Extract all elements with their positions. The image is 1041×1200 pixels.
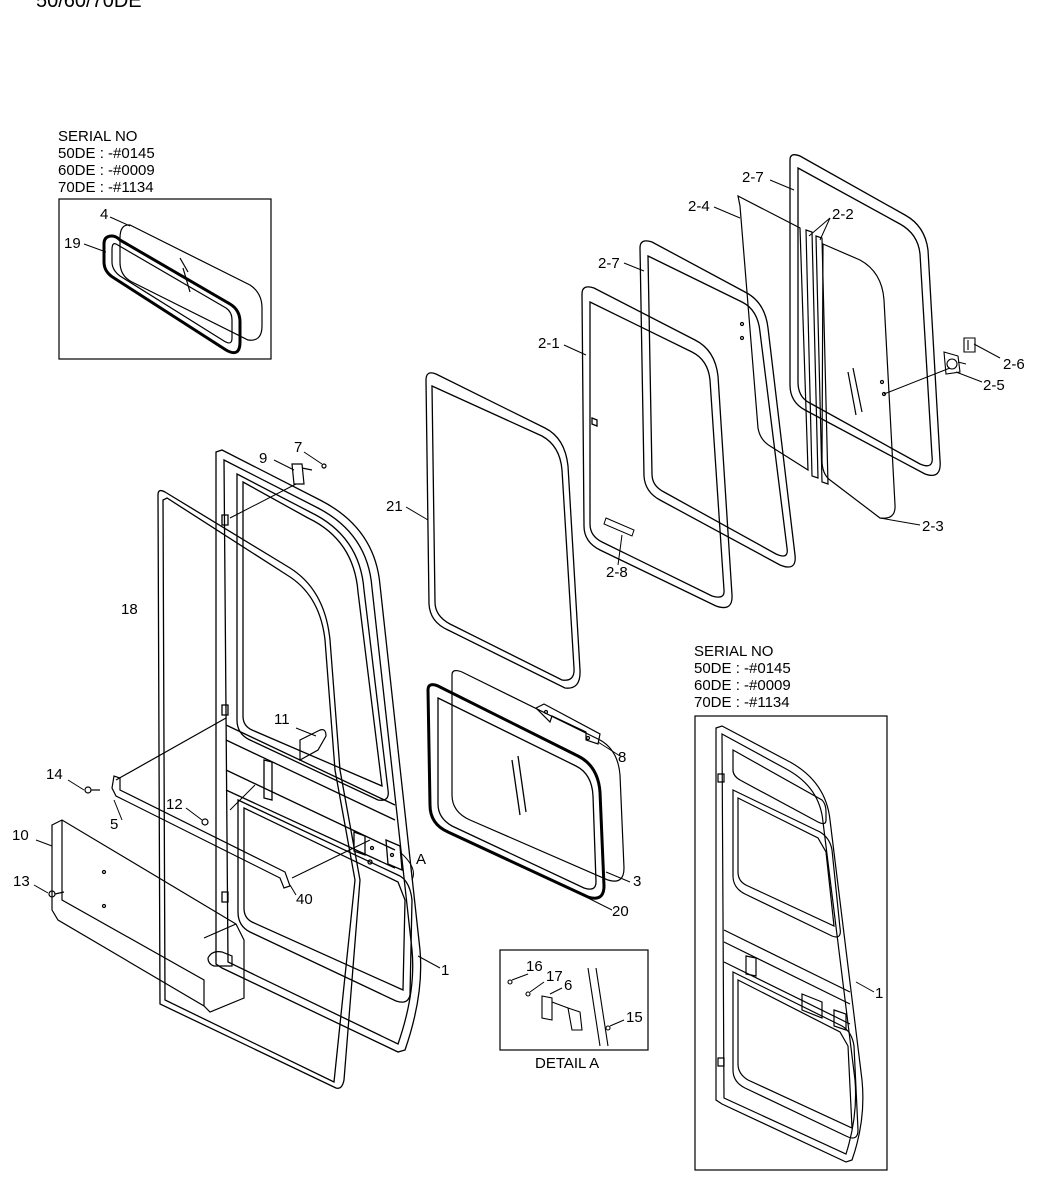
callout-1: 1 — [441, 962, 450, 979]
serial-line: 70DE : -#1134 — [58, 179, 154, 196]
bar-11 — [299, 729, 327, 762]
callout-7: 7 — [294, 439, 303, 456]
panel-2-4-glass — [737, 194, 809, 472]
door-frame-1 — [215, 449, 422, 1053]
callout-2-5: 2-5 — [983, 377, 1005, 394]
callout-4: 4 — [100, 206, 109, 223]
serial-heading: SERIAL NO — [58, 128, 138, 145]
serial-line: 70DE : -#1134 — [694, 694, 790, 711]
callout-15: 15 — [626, 1009, 643, 1026]
inset-window-seal — [102, 224, 263, 355]
rod-5 — [111, 717, 291, 889]
callout-18: 18 — [121, 601, 138, 618]
callout-13: 13 — [13, 873, 30, 890]
serial-line: 60DE : -#0009 — [58, 162, 155, 179]
callout-16: 16 — [526, 958, 543, 975]
serial-line: 50DE : -#0145 — [694, 660, 791, 677]
callout-11: 11 — [274, 711, 290, 728]
callout-14: 14 — [46, 766, 63, 783]
rail-2-2 — [805, 229, 829, 485]
callout-2-2: 2-2 — [832, 206, 854, 223]
seal-20 — [426, 683, 606, 900]
callout-1: 1 — [875, 985, 884, 1002]
callout-40: 40 — [296, 891, 313, 908]
serial-heading: SERIAL NO — [694, 643, 774, 660]
callout-19: 19 — [64, 235, 81, 252]
callout-2-7: 2-7 — [742, 169, 764, 186]
handle-8 — [534, 703, 601, 745]
callout-2-3: 2-3 — [922, 518, 944, 535]
door-seal-18 — [157, 489, 361, 1089]
stopper-2-6 — [963, 337, 976, 353]
callout-2-7: 2-7 — [598, 255, 620, 272]
inset-door-frame — [715, 725, 864, 1163]
callout-5: 5 — [110, 816, 119, 833]
detail-a-marker: A — [416, 851, 427, 868]
callout-2-6: 2-6 — [1003, 356, 1025, 373]
armrest-10 — [51, 819, 245, 1013]
callout-2-1: 2-1 — [538, 335, 560, 352]
page-title: 50/60/70DE — [36, 0, 142, 12]
callout-6: 6 — [564, 977, 573, 994]
callout-2-4: 2-4 — [688, 198, 710, 215]
callout-8: 8 — [618, 749, 627, 766]
callout-12: 12 — [166, 796, 183, 813]
inset-box-bottom — [694, 715, 888, 1171]
serial-info-bottom: SERIAL NO 50DE : -#0145 60DE : -#0009 70… — [694, 643, 791, 711]
detail-a-label: DETAIL A — [535, 1055, 600, 1072]
bolts — [48, 786, 209, 898]
seal-21 — [425, 372, 581, 689]
callout-21: 21 — [386, 498, 403, 515]
callout-10: 10 — [12, 827, 29, 844]
serial-line: 50DE : -#0145 — [58, 145, 155, 162]
callout-20: 20 — [612, 903, 629, 920]
detail-a-parts — [507, 967, 611, 1047]
window-3-panel — [451, 669, 625, 882]
inset-box-top — [58, 198, 272, 360]
callout-9: 9 — [259, 450, 268, 467]
panel-2-1-frame — [581, 286, 733, 609]
panel-2-7-front — [639, 240, 796, 568]
latch-2-5 — [943, 351, 967, 375]
hinge-9 — [291, 463, 327, 485]
panel-2-3-glass — [821, 243, 896, 519]
panel-2-7-rear — [789, 154, 941, 477]
detail-a-box — [499, 949, 649, 1051]
callout-17: 17 — [546, 968, 563, 985]
serial-info-top: SERIAL NO 50DE : -#0145 60DE : -#0009 70… — [58, 128, 155, 196]
callout-3: 3 — [633, 873, 642, 890]
callout-2-8: 2-8 — [606, 564, 628, 581]
serial-line: 60DE : -#0009 — [694, 677, 791, 694]
